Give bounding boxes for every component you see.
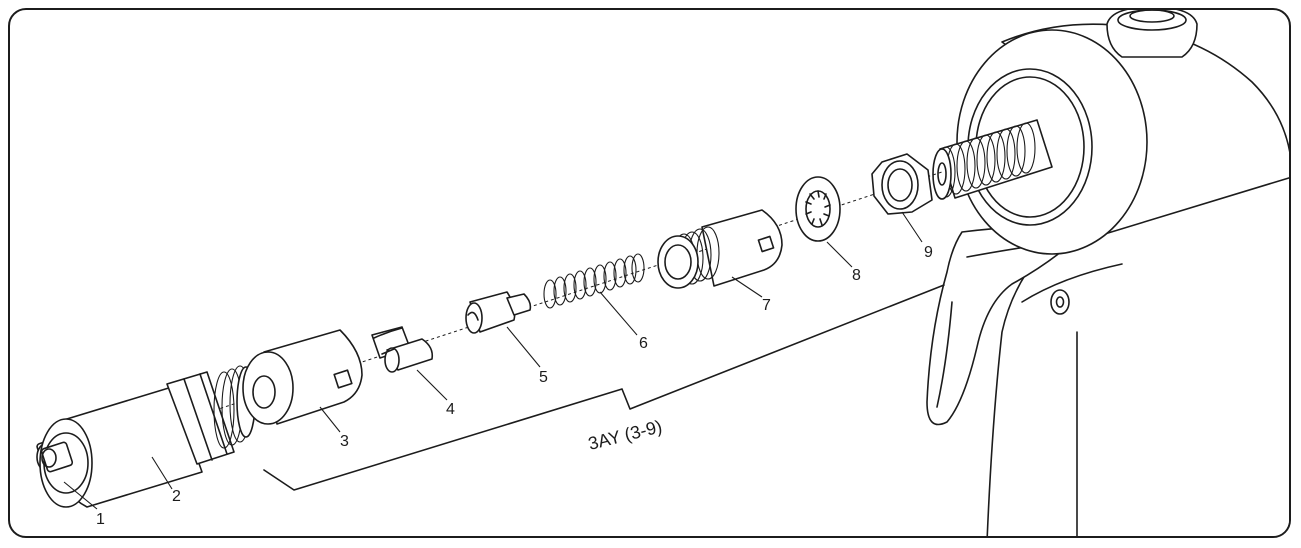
label-part-7: 7	[762, 297, 771, 314]
leader-lines	[63, 211, 923, 510]
part-8-lock-washer	[795, 176, 841, 242]
part-9-hex-nut	[871, 153, 933, 215]
part-3-nozzle-cap	[242, 329, 363, 425]
part-5-valve	[465, 291, 532, 334]
label-part-3: 3	[340, 433, 349, 450]
part-6-spring	[543, 253, 645, 309]
label-part-4: 4	[446, 401, 455, 418]
label-part-5: 5	[539, 369, 548, 386]
part-4-valve-cage	[371, 326, 434, 373]
label-part-9: 9	[924, 244, 933, 261]
label-part-6: 6	[639, 335, 648, 352]
diagram-frame: 1 2 3 4 5 6 7 8 9 3AY (3-9)	[8, 8, 1291, 538]
label-part-2: 2	[172, 488, 181, 505]
part-2-nozzle-body	[39, 365, 256, 508]
exploded-view-diagram: 1 2 3 4 5 6 7 8 9 3AY (3-9)	[36, 10, 1289, 536]
kit-label: 3AY (3-9)	[586, 416, 664, 454]
label-part-1: 1	[96, 511, 105, 528]
part-7-valve-seat	[657, 209, 783, 289]
kit-bracket	[263, 284, 945, 491]
gun-body	[926, 10, 1289, 536]
label-part-8: 8	[852, 267, 861, 284]
